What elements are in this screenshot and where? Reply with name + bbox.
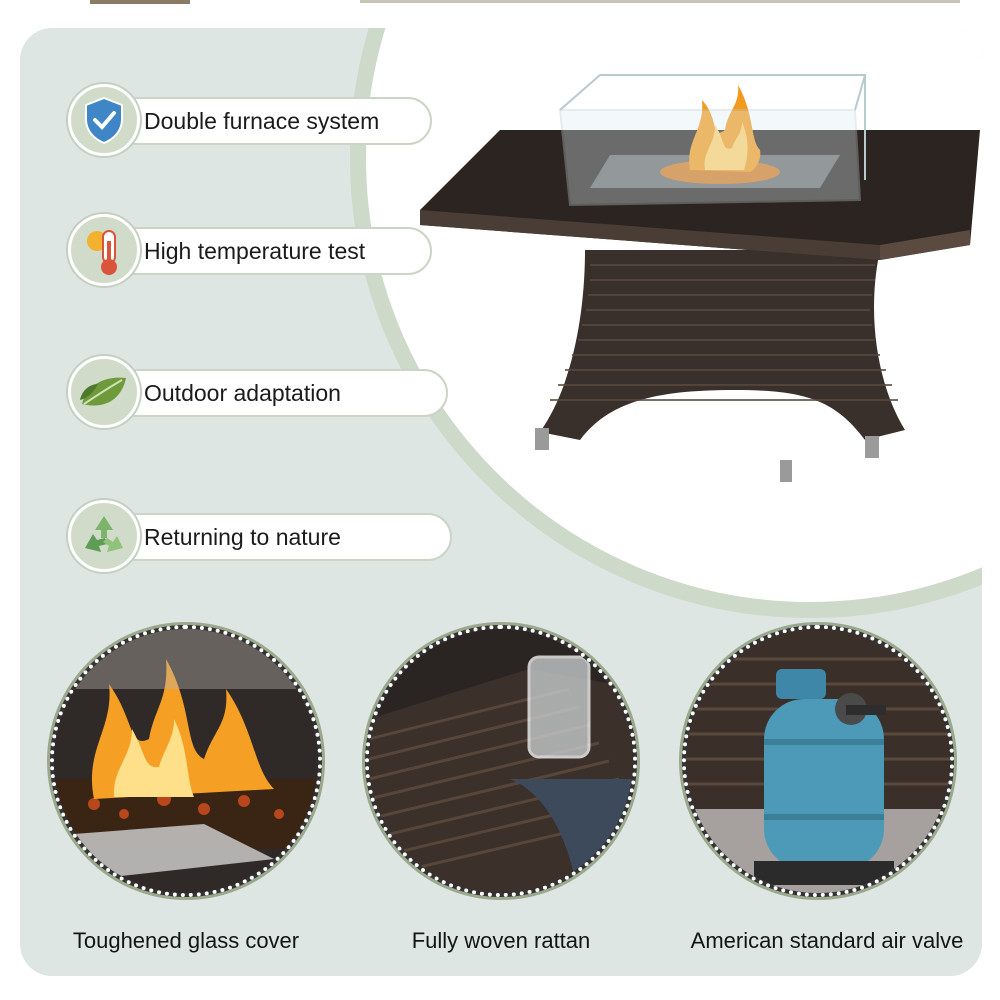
feature-pill: Double furnace system — [108, 97, 432, 145]
recycle-icon — [68, 500, 140, 572]
top-edge-strip — [90, 0, 190, 4]
leaf-icon — [68, 356, 140, 428]
feature-label: Double furnace system — [144, 107, 380, 134]
feature-double-furnace: Double furnace system — [68, 84, 432, 156]
detail-image-propane — [682, 625, 954, 897]
thermometer-sun-icon — [68, 214, 140, 286]
feature-pill: Returning to nature — [108, 513, 452, 561]
detail-caption: Toughened glass cover — [72, 928, 300, 953]
detail-caption: American standard air valve — [690, 928, 964, 953]
fire-pit-table-image — [410, 60, 990, 520]
top-edge-strip-right — [360, 0, 960, 3]
shield-check-icon — [68, 84, 140, 156]
detail-image-fire — [50, 625, 322, 897]
feature-high-temperature: High temperature test — [68, 214, 432, 286]
feature-returning-nature: Returning to nature — [68, 500, 452, 572]
feature-pill: Outdoor adaptation — [108, 369, 448, 417]
detail-image-rattan — [365, 625, 637, 897]
feature-label: Returning to nature — [144, 523, 341, 550]
feature-label: Outdoor adaptation — [144, 379, 341, 406]
feature-outdoor-adaptation: Outdoor adaptation — [68, 356, 448, 428]
feature-pill: High temperature test — [108, 227, 432, 275]
feature-label: High temperature test — [144, 237, 366, 264]
detail-caption: Fully woven rattan — [411, 928, 591, 953]
